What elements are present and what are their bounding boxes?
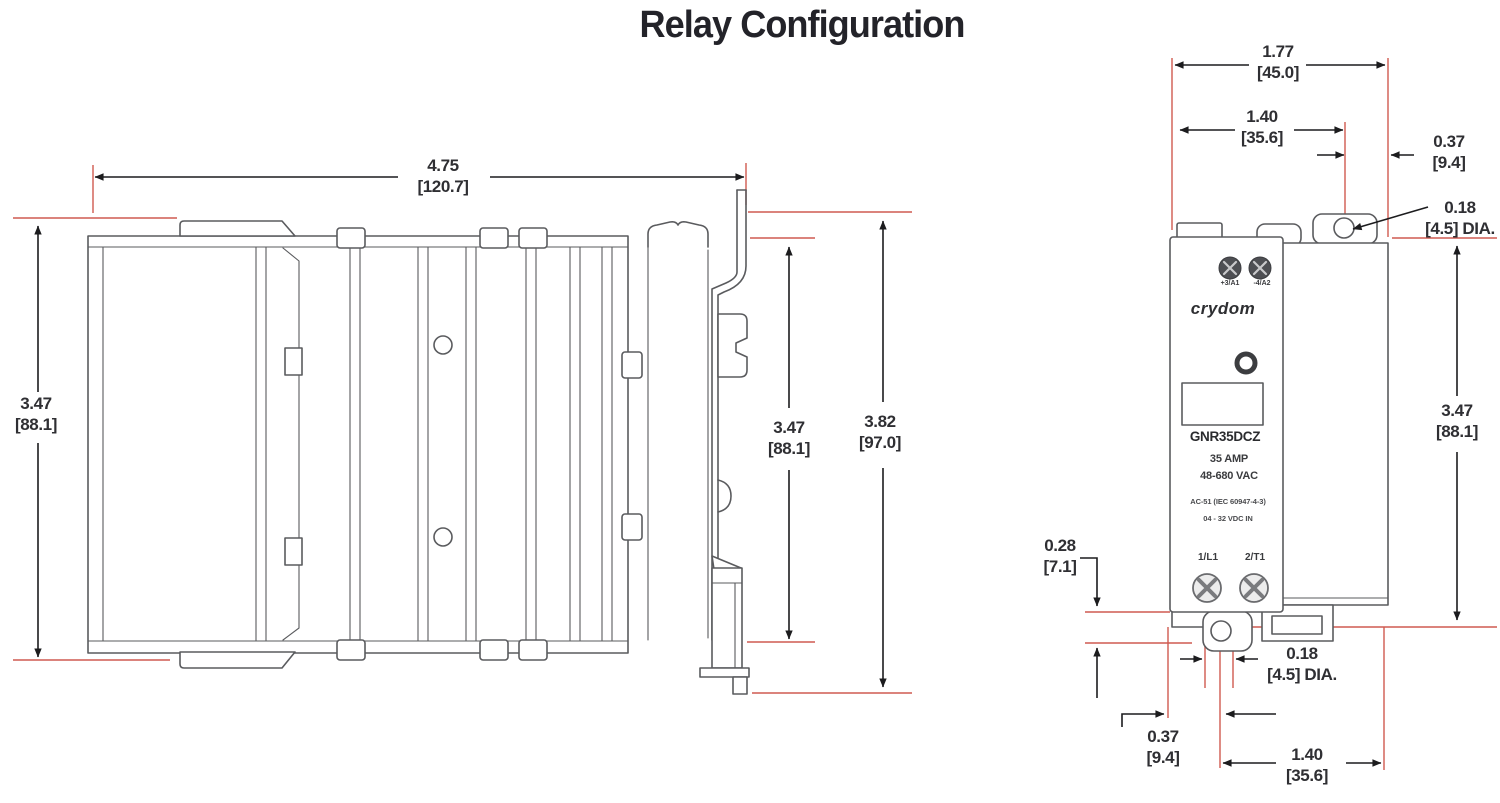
dim-front-tab-mm: [7.1] xyxy=(1043,557,1077,577)
side-view-drawing xyxy=(87,189,750,695)
dim-side-width-mm: [120.7] xyxy=(417,177,469,197)
dim-front-edge-top-in: 0.37 xyxy=(1433,132,1465,151)
terminal-label-2t1: 2/T1 xyxy=(1244,552,1266,563)
dim-side-height-overall-mm: [97.0] xyxy=(858,433,902,453)
dim-front-hole-span-top-mm: [35.6] xyxy=(1240,128,1284,148)
page-title: Relay Configuration xyxy=(639,4,966,46)
dim-front-edge-bottom-mm: [9.4] xyxy=(1146,748,1180,768)
extension-lines xyxy=(13,58,1497,770)
dim-front-hole-dia-bottom-in: 0.18 xyxy=(1286,644,1318,663)
dim-front-hole-span-bottom-mm: [35.6] xyxy=(1285,766,1329,786)
dim-side-height-left-mm: [88.1] xyxy=(14,415,58,435)
spec-input-voltage: 04 - 32 VDC IN xyxy=(1203,514,1253,523)
output-terminal-screws xyxy=(1192,573,1269,603)
dim-side-width: 4.75 [120.7] xyxy=(417,155,468,198)
dim-front-hole-span-bottom: 1.40 [35.6] xyxy=(1286,744,1328,787)
dim-front-hole-dia-bottom-mm: [4.5] DIA. xyxy=(1267,665,1337,685)
dim-side-width-in: 4.75 xyxy=(427,156,459,175)
dim-front-width: 1.77 [45.0] xyxy=(1257,41,1299,84)
dim-front-hole-dia-top: 0.18 [4.5] DIA. xyxy=(1425,197,1495,240)
top-mounting-hole xyxy=(1333,217,1355,239)
rating-amps: 35 AMP xyxy=(1209,453,1249,465)
spec-standard: AC-51 (IEC 60947-4-3) xyxy=(1190,497,1266,506)
dim-front-width-in: 1.77 xyxy=(1262,42,1294,61)
dim-front-hole-span-bottom-in: 1.40 xyxy=(1291,745,1323,764)
dim-front-hole-span-top: 1.40 [35.6] xyxy=(1241,106,1283,149)
dim-front-edge-bottom: 0.37 [9.4] xyxy=(1147,726,1180,769)
front-view-drawing xyxy=(1169,213,1389,652)
dim-front-tab-in: 0.28 xyxy=(1044,536,1076,555)
dim-side-height-inner-mm: [88.1] xyxy=(767,439,811,459)
label-window xyxy=(1181,382,1264,426)
dim-side-height-overall: 3.82 [97.0] xyxy=(859,411,901,454)
bottom-mounting-hole xyxy=(1210,620,1232,642)
dim-front-tab: 0.28 [7.1] xyxy=(1044,535,1077,578)
dim-side-height-overall-in: 3.82 xyxy=(864,412,896,431)
dimension-lines xyxy=(34,61,1461,767)
dim-front-hole-span-top-in: 1.40 xyxy=(1246,107,1278,126)
brand-logo: crydom xyxy=(1190,299,1256,318)
dim-front-hole-dia-top-mm: [4.5] DIA. xyxy=(1425,219,1495,239)
dim-front-hole-dia-bottom: 0.18 [4.5] DIA. xyxy=(1267,643,1337,686)
dim-side-height-left: 3.47 [88.1] xyxy=(15,393,57,436)
dim-side-height-left-in: 3.47 xyxy=(20,394,52,413)
dim-front-edge-top-mm: [9.4] xyxy=(1432,153,1466,173)
dim-side-height-inner-in: 3.47 xyxy=(773,418,805,437)
dim-front-height: 3.47 [88.1] xyxy=(1436,400,1478,443)
input-terminal-screws xyxy=(1218,256,1272,280)
terminal-label-1l1: 1/L1 xyxy=(1197,552,1219,563)
terminal-label-4a2: -4/A2 xyxy=(1253,280,1271,287)
dim-front-height-in: 3.47 xyxy=(1441,401,1473,420)
dim-front-edge-bottom-in: 0.37 xyxy=(1147,727,1179,746)
rating-voltage: 48-680 VAC xyxy=(1200,470,1258,482)
dim-front-width-mm: [45.0] xyxy=(1256,63,1300,83)
dim-side-height-inner: 3.47 [88.1] xyxy=(768,417,810,460)
dim-front-hole-dia-top-in: 0.18 xyxy=(1444,198,1476,217)
terminal-label-3a1: +3/A1 xyxy=(1220,280,1240,287)
model-number: GNR35DCZ xyxy=(1189,429,1261,444)
status-led xyxy=(1234,351,1258,375)
dim-front-height-mm: [88.1] xyxy=(1435,422,1479,442)
dim-front-edge-top: 0.37 [9.4] xyxy=(1433,131,1466,174)
